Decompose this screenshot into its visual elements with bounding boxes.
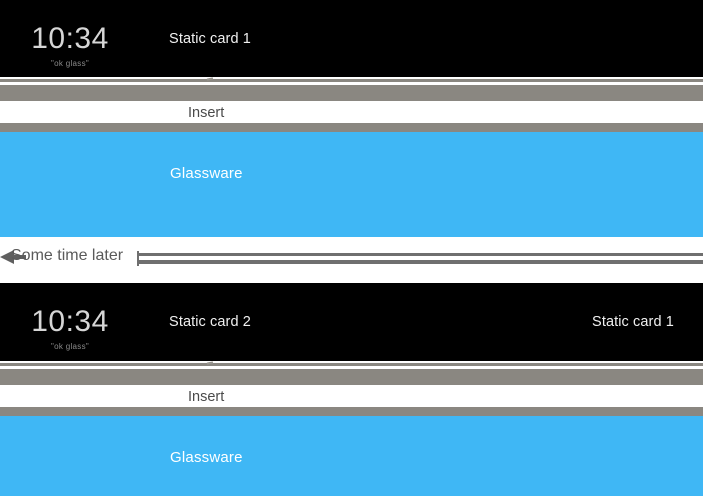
clock-card[interactable]: 10:34 "ok glass" [0,283,140,361]
glassware-rule-left [0,407,145,416]
glassware-label: Glassware [170,165,243,182]
glassware-rule-left [0,123,145,132]
timeline-rule-top [0,363,703,366]
timeline-rule-top [0,79,703,82]
insert-gap-band: Insert [0,101,703,123]
timeline-row-after: 10:34 "ok glass" Static card 2 Static ca… [0,283,703,361]
timeline-card[interactable]: Static card 2 [140,283,280,361]
glassware-band[interactable]: Glassware [0,132,703,237]
timeline-card-label: Static card 2 [169,314,251,330]
timeline-card[interactable]: Static card 1 [140,0,280,77]
clock-time: 10:34 [31,305,109,338]
left-arrow-icon [0,250,26,264]
glassware-rule-right [145,407,703,416]
insert-label: Insert [188,105,225,121]
glassware-band[interactable]: Glassware [0,416,703,496]
timeline-card-label: Static card 1 [592,314,674,330]
divider-rule-upper [137,253,703,256]
clock-voice-hint: "ok glass" [50,342,90,351]
timeline-card-label: Static card 1 [169,31,251,47]
timeline-rule-main [0,85,703,101]
timeline-card[interactable]: Static card 1 [563,283,703,361]
clock-time: 10:34 [31,22,109,55]
insert-label: Insert [188,389,225,405]
divider-rule-cap [137,251,139,266]
clock-card[interactable]: 10:34 "ok glass" [0,0,140,77]
divider-rule-lower [137,260,703,264]
glassware-label: Glassware [170,449,243,466]
timeline-row-before: 10:34 "ok glass" Static card 1 [0,0,703,77]
time-divider: Some time later [0,237,703,283]
insert-gap-band: Insert [0,385,703,407]
clock-voice-hint: "ok glass" [50,59,90,68]
glassware-rule-right [145,123,703,132]
time-divider-label: Some time later [11,247,124,264]
timeline-rule-main [0,369,703,385]
